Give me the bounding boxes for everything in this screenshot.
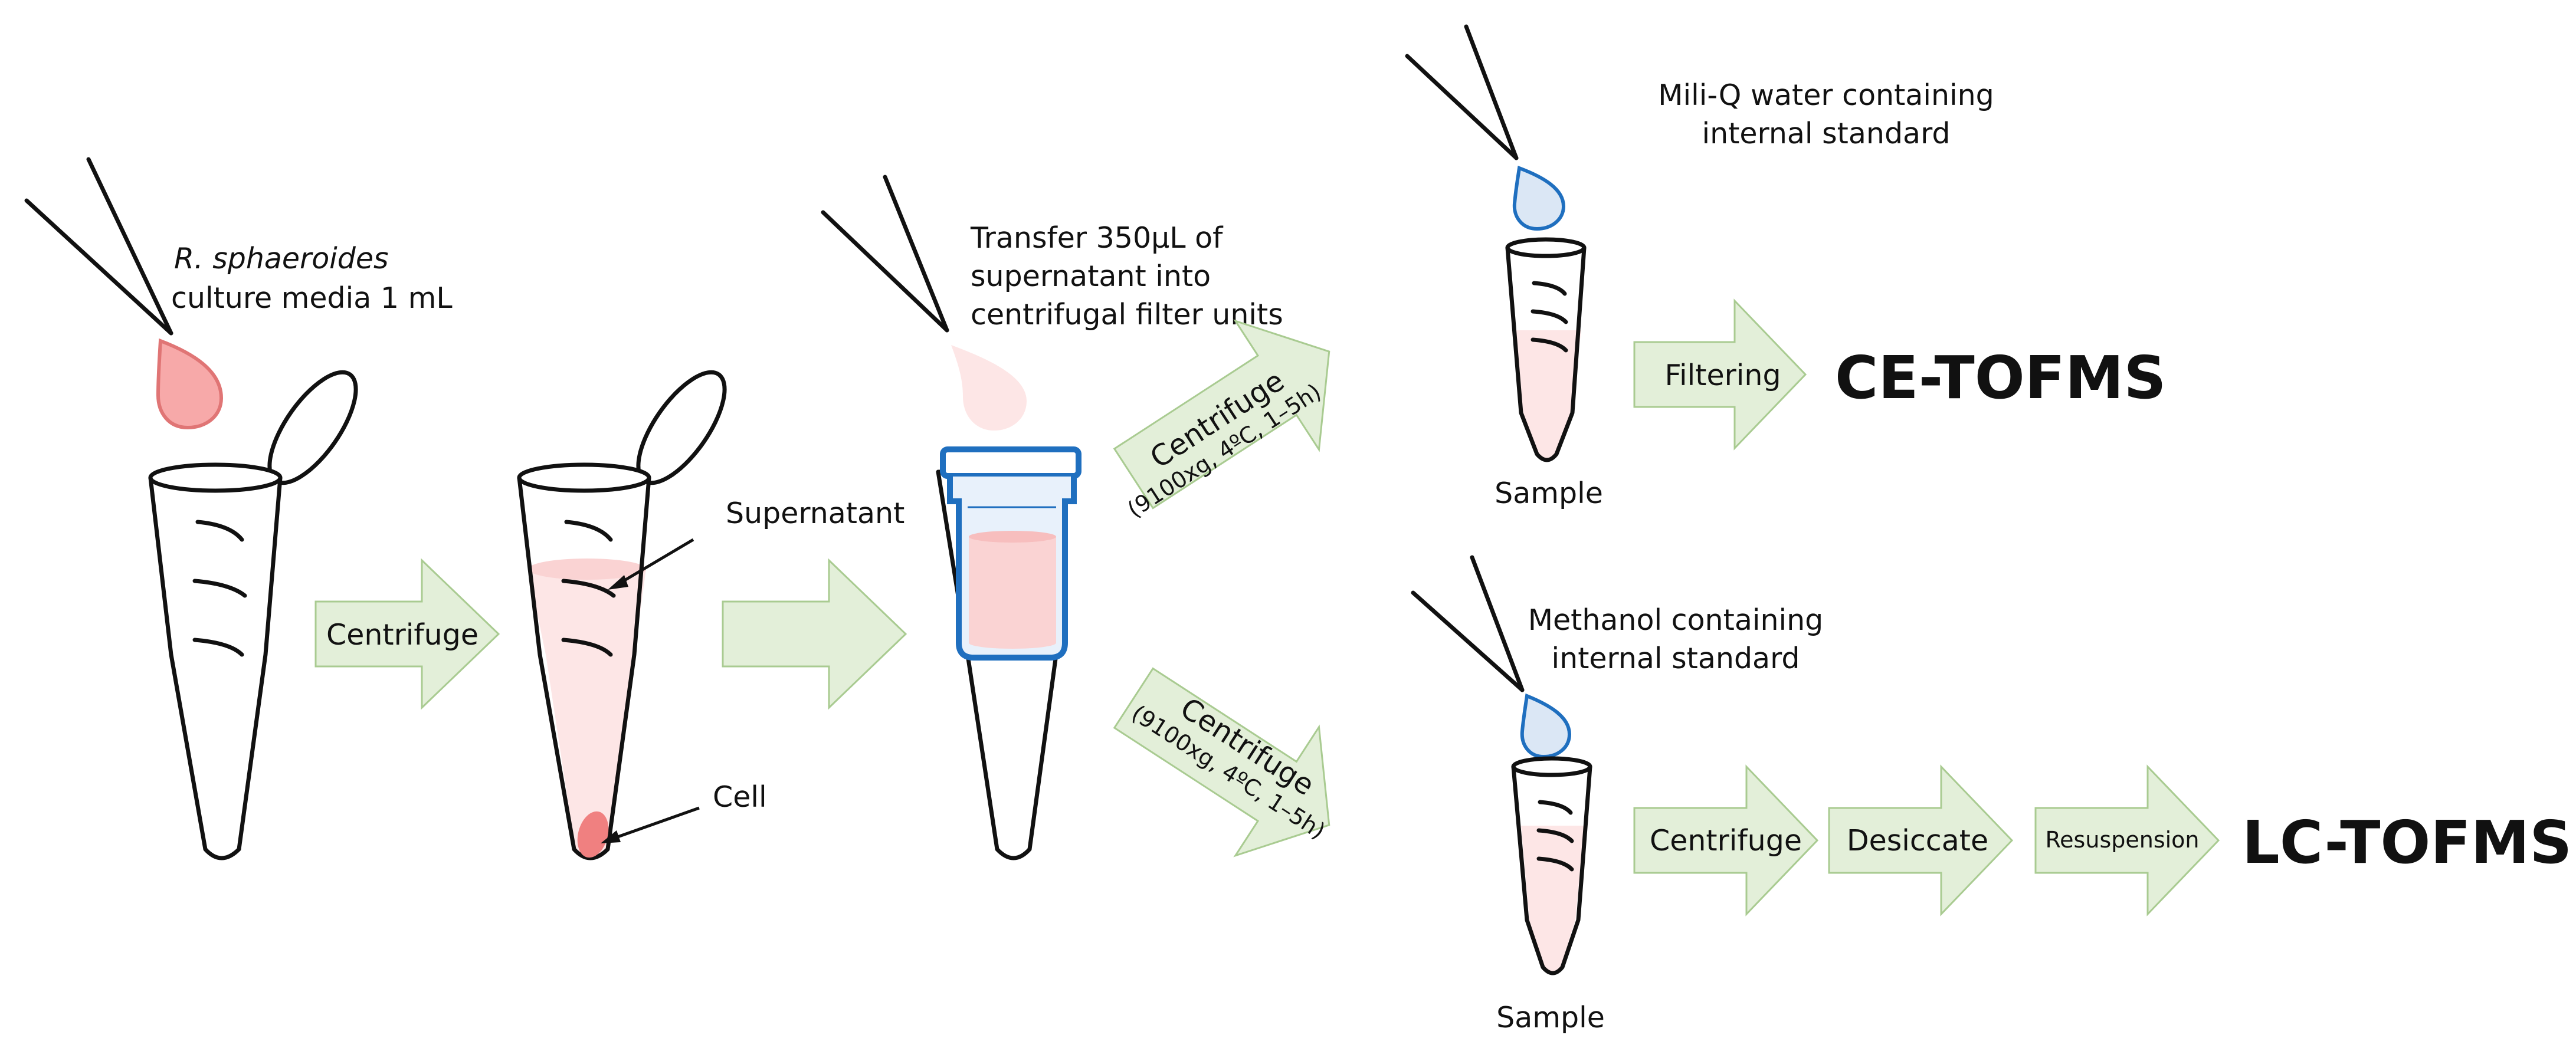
lc-tofms-output: LC-TOFMS: [2242, 808, 2572, 877]
water-drop-icon: [1512, 165, 1566, 231]
methanol-label-2: internal standard: [1552, 642, 1800, 675]
transfer-arrow: [722, 558, 907, 710]
pipette-3: [821, 175, 949, 333]
transfer-drop-icon: [951, 345, 1027, 431]
resuspension-label: Resuspension: [2045, 827, 2199, 853]
water-label-2: internal standard: [1702, 117, 1951, 150]
filtering-label: Filtering: [1664, 359, 1781, 392]
ce-tofms-output: CE-TOFMS: [1835, 343, 2167, 412]
sample-bottom-label: Sample: [1496, 1001, 1605, 1034]
centrifuge-arrow-down: [1113, 667, 1330, 858]
sample-tube-bottom: [1511, 756, 1592, 975]
sample-top-label: Sample: [1495, 477, 1603, 510]
sample-tube-top: [1505, 237, 1587, 462]
desiccate-arrow: [1828, 764, 2014, 916]
supernatant-label: Supernatant: [726, 497, 904, 530]
culture-media-label: culture media 1 mL: [171, 281, 453, 315]
pipette-1: [24, 157, 173, 336]
centrifuge-arrow-1: [314, 558, 500, 710]
supernatant-pointer: [608, 538, 694, 590]
resuspension-arrow: [2034, 764, 2220, 916]
cell-pellet: [577, 811, 609, 858]
pipette-water: [1405, 24, 1519, 160]
culture-drop-icon: [156, 338, 224, 430]
transfer-label-1: Transfer 350µL of: [970, 221, 1224, 255]
culture-species-label: R. sphaeroides: [174, 242, 389, 275]
methanol-drop-icon: [1520, 693, 1572, 759]
tube-2: [517, 370, 727, 860]
transfer-label-2: supernatant into: [971, 259, 1211, 293]
filtering-arrow: [1633, 298, 1807, 451]
tube-3-filter-unit: [936, 446, 1081, 860]
methanol-label-1: Methanol containing: [1528, 603, 1824, 637]
tube-1: [148, 370, 358, 860]
cell-label: Cell: [713, 780, 767, 814]
centrifuge-arrow-up: [1113, 319, 1330, 510]
centrifuge-1-label: Centrifuge: [326, 618, 479, 652]
transfer-label-3: centrifugal filter units: [971, 298, 1283, 331]
centrifuge-lc-label: Centrifuge: [1650, 824, 1802, 858]
desiccate-label: Desiccate: [1847, 824, 1988, 858]
centrifuge-lc-arrow: [1633, 764, 1819, 916]
pipette-methanol: [1411, 555, 1525, 692]
cell-pointer: [601, 806, 700, 843]
water-label-1: Mili-Q water containing: [1658, 78, 1994, 112]
